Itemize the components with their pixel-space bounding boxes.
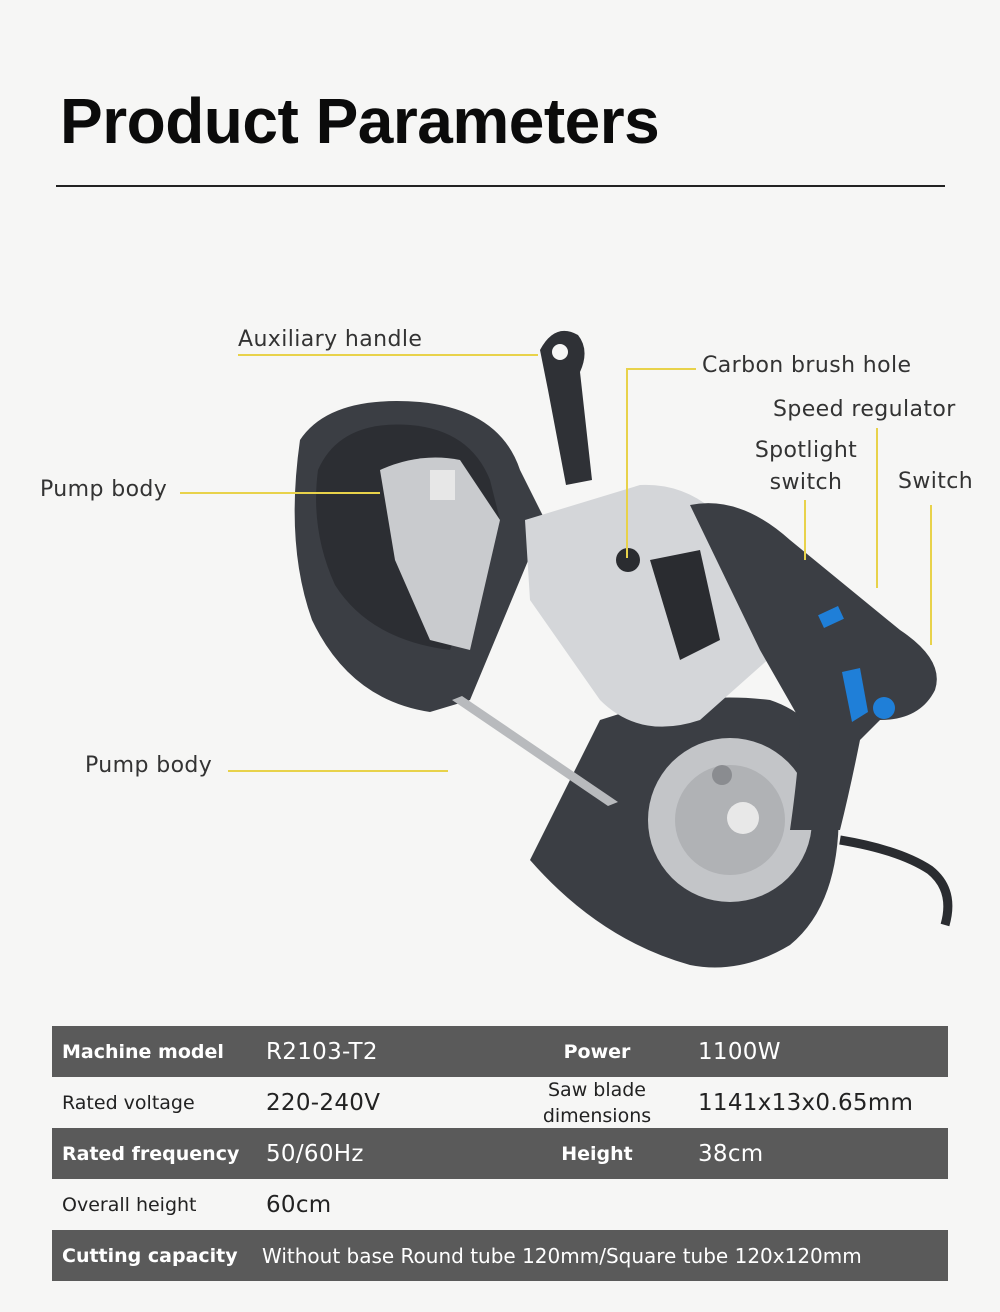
spec-value-overall-height: 60cm [266,1191,332,1218]
leader-carbon-brush-vertical [626,368,628,558]
callout-pump-body-lower: Pump body [85,753,213,778]
spec-value-machine-model: R2103-T2 [266,1038,378,1065]
spec-row-overall-height: Overall height 60cm [52,1179,948,1230]
spec-row-voltage: Rated voltage 220-240V Saw blade dimensi… [52,1077,948,1128]
spec-label-height: Height [561,1142,633,1165]
callout-pump-body-upper: Pump body [40,477,168,502]
callout-switch: Switch [898,469,974,494]
spec-label-saw-blade-line2: dimensions [542,1104,652,1127]
spec-row-model: Machine model R2103-T2 Power 1100W [52,1026,948,1077]
spec-value-rated-voltage: 220-240V [266,1089,381,1116]
leader-spotlight-switch [804,500,806,560]
spec-value-power: 1100W [698,1038,781,1065]
spec-value-cutting-capacity: Without base Round tube 120mm/Square tub… [262,1243,862,1268]
leader-speed-regulator [876,428,878,588]
callout-auxiliary-handle: Auxiliary handle [238,327,423,352]
callout-spotlight-switch: Spotlight switch [748,435,864,499]
callout-carbon-brush-hole: Carbon brush hole [702,353,912,378]
spec-value-saw-blade: 1141x13x0.65mm [698,1089,914,1116]
spec-label-saw-blade: Saw blade dimensions [522,1077,672,1128]
leader-switch [930,505,932,645]
callout-spotlight-line2: switch [769,470,843,495]
title-divider [56,185,945,187]
spec-row-cutting-capacity: Cutting capacity Without base Round tube… [52,1230,948,1281]
callout-spotlight-line1: Spotlight [754,438,858,463]
leader-pump-body-lower [228,770,448,772]
specs-table: Machine model R2103-T2 Power 1100W Rated… [52,1026,948,1281]
leader-pump-body-upper [180,492,380,494]
spec-label-saw-blade-line1: Saw blade [547,1078,646,1101]
spec-label-rated-frequency: Rated frequency [62,1142,240,1165]
spec-value-height: 38cm [698,1140,764,1167]
spec-label-rated-voltage: Rated voltage [62,1091,195,1114]
leader-auxiliary-handle [238,354,538,356]
product-figure: Auxiliary handle Carbon brush hole Speed… [0,300,1000,1000]
leader-carbon-brush [626,368,696,370]
callout-speed-regulator: Speed regulator [773,397,956,422]
band-saw-illustration [294,330,953,968]
spec-value-rated-frequency: 50/60Hz [266,1140,364,1167]
spec-label-machine-model: Machine model [62,1040,224,1063]
spec-row-frequency: Rated frequency 50/60Hz Height 38cm [52,1128,948,1179]
page-title: Product Parameters [60,85,660,157]
spec-label-overall-height: Overall height [62,1193,197,1216]
spec-label-power: Power [563,1040,631,1063]
spec-label-cutting-capacity: Cutting capacity [62,1244,238,1267]
